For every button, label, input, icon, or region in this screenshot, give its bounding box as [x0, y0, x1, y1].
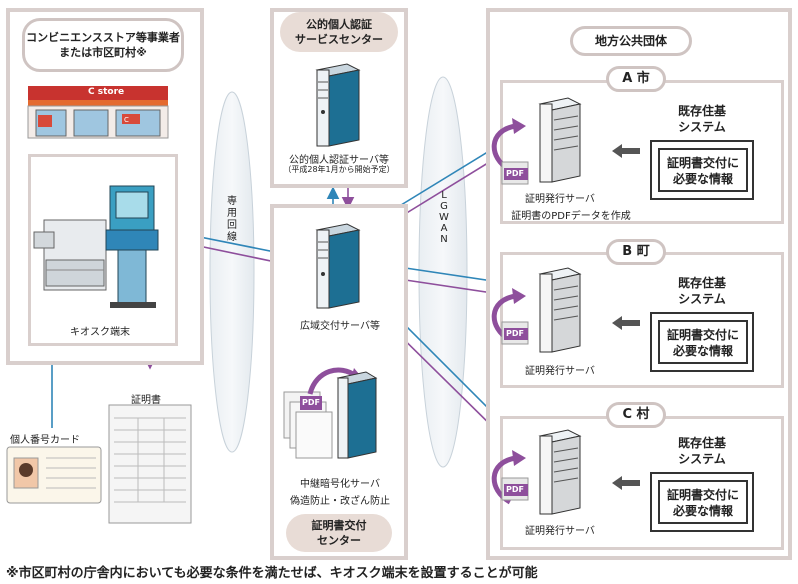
local-government-title: 地方公共団体: [570, 26, 692, 56]
muni-b-name: B 町: [606, 239, 666, 265]
certificate-center-title: 証明書交付 センター: [286, 514, 392, 552]
relay-server-label: 中継暗号化サーバ: [300, 479, 380, 490]
wide-area-server-label: 広域交付サーバ等: [300, 321, 380, 332]
muni-a-info-box: 証明書交付に必要な情報: [658, 148, 748, 192]
muni-a-juki-box: 既存住基システム: [650, 98, 754, 142]
muni-c-juki-box: 既存住基システム: [650, 430, 754, 474]
muni-a-name: A 市: [606, 66, 666, 92]
relay-note: 偽造防止・改ざん防止: [290, 496, 390, 507]
convenience-store-icon: C: [27, 86, 169, 139]
muni-b-server-label: 証明発行サーバ: [525, 366, 595, 377]
muni-c-info-box: 証明書交付に必要な情報: [658, 480, 748, 524]
relay-server-icon: [283, 367, 378, 459]
muni-c-server-label: 証明発行サーバ: [525, 526, 595, 537]
muni-c-name: C 村: [606, 402, 666, 428]
mynumber-card-label: 個人番号カード: [10, 435, 80, 446]
muni-c-server-icon: [491, 429, 582, 515]
muni-b-server-icon: [491, 267, 582, 353]
svg-text:C: C: [124, 116, 129, 124]
muni-c-arrow-icon: [612, 476, 640, 490]
lgwan-lens: [418, 76, 468, 468]
jpki-server-label: 公的個人認証サーバ等: [289, 155, 389, 166]
dedicated-line-lens: [209, 91, 255, 453]
jpki-server-icon: [315, 63, 361, 147]
jpki-title: 公的個人認証 サービスセンター: [280, 12, 398, 52]
muni-b-info-box: 証明書交付に必要な情報: [658, 320, 748, 364]
muni-c-pdf-tag: PDF: [506, 485, 524, 494]
muni-b-juki-box: 既存住基システム: [650, 270, 754, 314]
muni-a-server-label: 証明発行サーバ: [525, 194, 595, 205]
jpki-server-note: （平成28年1月から開始予定）: [283, 165, 395, 174]
wide-area-server-icon: [315, 223, 361, 309]
lgwan-label: LGWAN: [439, 190, 449, 245]
certificate-label: 証明書: [131, 395, 161, 406]
mynumber-card-icon: [6, 446, 102, 504]
kiosk-label: キオスク端末: [70, 327, 130, 338]
dedicated-line-label: 専用回線: [227, 196, 237, 243]
muni-a-server-icon: [491, 97, 582, 185]
muni-a-extra-label: 証明書のPDFデータを作成: [511, 211, 631, 222]
muni-b-arrow-icon: [612, 316, 640, 330]
store-sign: C store: [88, 87, 125, 97]
kiosk-terminal-icon: [33, 185, 159, 308]
muni-a-pdf-tag: PDF: [506, 169, 524, 178]
certificate-document-icon: [108, 404, 192, 524]
muni-a-arrow-icon: [612, 144, 640, 158]
convenience-store-title: コンビニエンスストア等事業者 または市区町村※: [22, 18, 184, 72]
muni-b-pdf-tag: PDF: [506, 329, 524, 338]
relay-pdf-tag: PDF: [302, 398, 320, 407]
footnote: ※市区町村の庁舎内においても必要な条件を満たせば、キオスク端末を設置することが可…: [6, 566, 538, 581]
